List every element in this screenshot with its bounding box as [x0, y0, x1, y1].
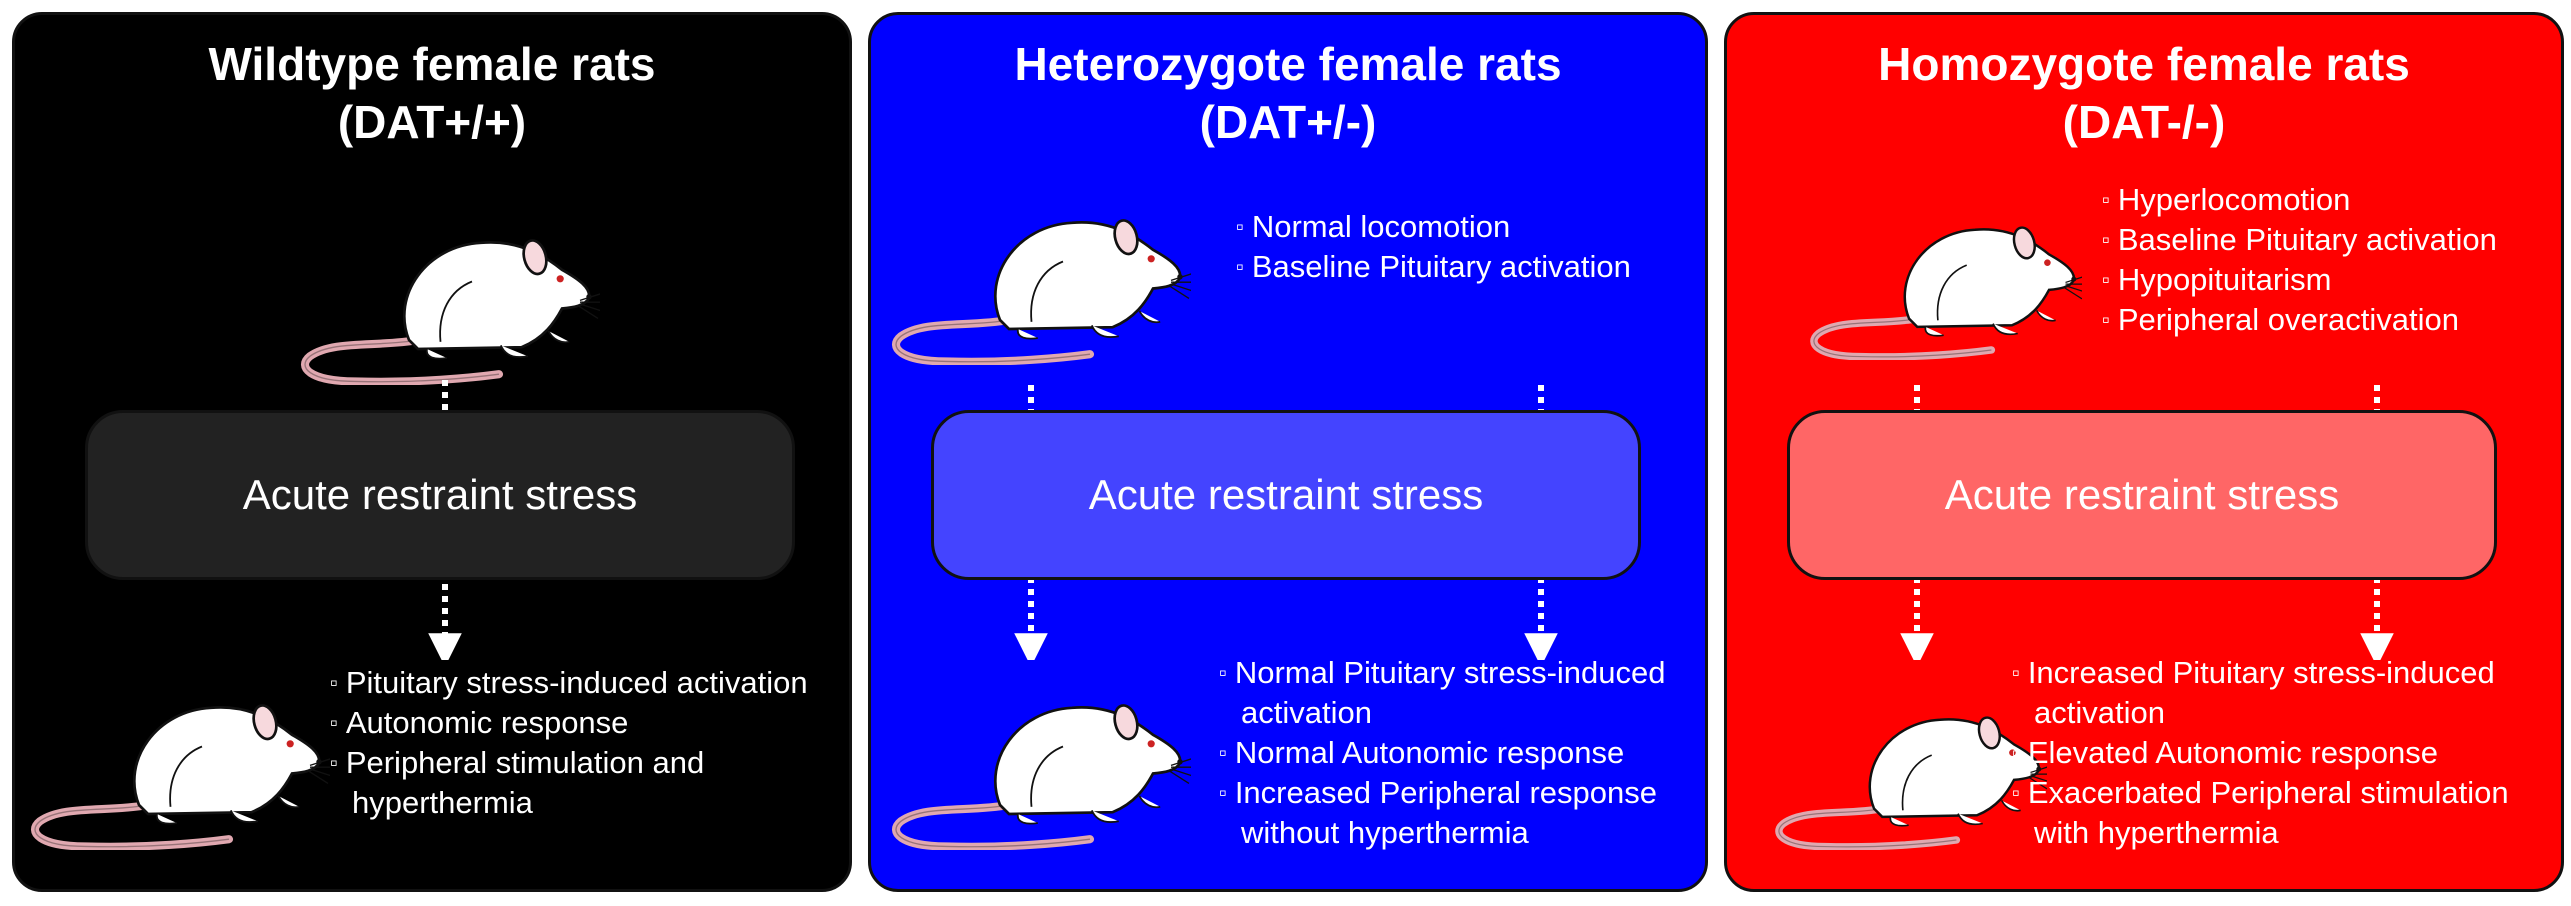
before-stress-list: Normal locomotion Baseline Pituitary act… — [1236, 207, 1696, 287]
list-item: Peripheral overactivation — [2102, 300, 2557, 340]
panel-title-line1: Wildtype female rats — [208, 38, 656, 90]
homozygote-panel: Homozygote female rats (DAT-/-) Hyperloc… — [1724, 12, 2564, 892]
rat-icon — [290, 205, 600, 385]
list-item: Normal Pituitary stress-induced activati… — [1219, 653, 1704, 733]
list-item: Autonomic response — [330, 703, 849, 743]
list-item: Increased Peripheral response without hy… — [1219, 773, 1704, 853]
list-item: Elevated Autonomic response — [2012, 733, 2561, 773]
before-stress-list: Hyperlocomotion Baseline Pituitary activ… — [2102, 180, 2557, 340]
list-item: Peripheral stimulation and hyperthermia — [330, 743, 849, 823]
stress-box: Acute restraint stress — [85, 410, 795, 580]
list-item: Pituitary stress-induced activation — [330, 663, 849, 703]
stress-box: Acute restraint stress — [931, 410, 1641, 580]
panel-title-line2: (DAT+/+) — [337, 96, 527, 148]
panel-title: Heterozygote female rats (DAT+/-) — [871, 35, 1705, 151]
list-item: Baseline Pituitary activation — [2102, 220, 2557, 260]
panel-title: Homozygote female rats (DAT-/-) — [1727, 35, 2561, 151]
heterozygote-panel: Heterozygote female rats (DAT+/-) Normal… — [868, 12, 1708, 892]
panel-title-line1: Heterozygote female rats — [1014, 38, 1562, 90]
list-item: Normal locomotion — [1236, 207, 1696, 247]
rat-icon — [881, 670, 1191, 850]
list-item: Hyperlocomotion — [2102, 180, 2557, 220]
after-stress-list: Increased Pituitary stress-induced activ… — [2012, 653, 2561, 853]
rat-icon — [1767, 685, 2047, 850]
list-item: Baseline Pituitary activation — [1236, 247, 1696, 287]
panel-title-line2: (DAT+/-) — [1199, 96, 1377, 148]
list-item: Hypopituitarism — [2102, 260, 2557, 300]
wildtype-panel: Wildtype female rats (DAT+/+) Acute rest… — [12, 12, 852, 892]
list-item: Increased Pituitary stress-induced activ… — [2012, 653, 2561, 733]
panel-title-line1: Homozygote female rats — [1878, 38, 2410, 90]
after-stress-list: Normal Pituitary stress-induced activati… — [1219, 653, 1704, 853]
panel-title-line2: (DAT-/-) — [2062, 96, 2226, 148]
list-item: Normal Autonomic response — [1219, 733, 1704, 773]
after-stress-list: Pituitary stress-induced activation Auto… — [330, 663, 849, 823]
rat-icon — [881, 185, 1191, 365]
panel-title: Wildtype female rats (DAT+/+) — [15, 35, 849, 151]
stress-box: Acute restraint stress — [1787, 410, 2497, 580]
rat-icon — [1802, 195, 2082, 360]
rat-icon — [20, 670, 330, 850]
list-item: Exacerbated Peripheral stimulation with … — [2012, 773, 2561, 853]
